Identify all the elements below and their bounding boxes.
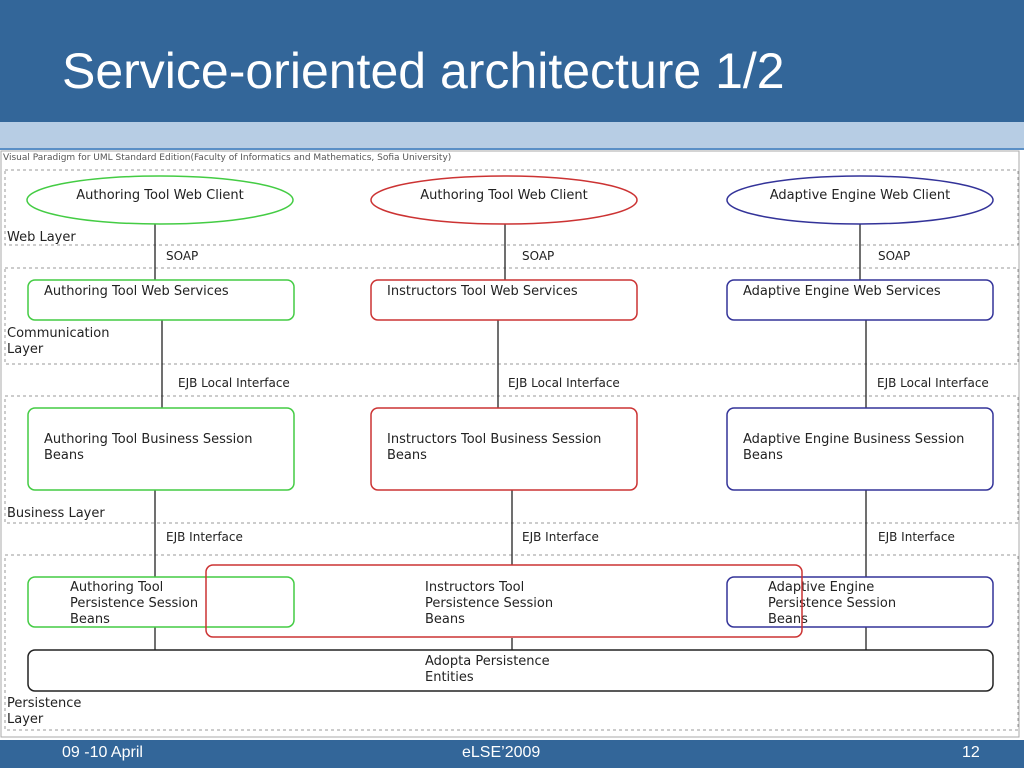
instructors-business-beans: Instructors Tool Business Session Beans [370,407,638,491]
persistence-entities-line-1: Adopta Persistence [425,654,550,669]
communication-layer-region [4,267,1019,365]
architecture-diagram: Visual Paradigm for UML Standard Edition… [0,150,1024,740]
instructors-persistence-beans-line-2: Persistence Session [425,596,553,611]
instructors-web-services: Instructors Tool Web Services [370,279,638,321]
adaptive-web-services-label: Adaptive Engine Web Services [743,284,941,299]
diagram-watermark: Visual Paradigm for UML Standard Edition… [3,153,451,163]
adaptive-web-services-box [726,279,994,321]
authoring-web-client-label: Authoring Tool Web Client [76,188,244,203]
authoring-web-services-label: Authoring Tool Web Services [44,284,229,299]
communication-layer-label-1: Communication [7,326,109,341]
adaptive-business-beans: Adaptive Engine Business Session Beans [726,407,994,491]
authoring-web-services-box [27,279,295,321]
instructors-web-client: Authoring Tool Web Client [370,175,638,225]
adaptive-web-client: Adaptive Engine Web Client [726,175,994,225]
ejb-label-2: EJB Interface [522,530,599,544]
instructors-persistence-beans-box [205,564,803,638]
adaptive-business-beans-line-2: Beans [743,448,783,463]
header-band [0,122,1024,148]
authoring-web-client-shape [26,175,294,225]
business-layer-label: Business Layer [7,506,105,521]
adaptive-business-beans-box [726,407,994,491]
instructors-business-beans-box [370,407,638,491]
instructors-persistence-beans: Instructors Tool Persistence Session Bea… [205,564,803,638]
web-layer-region [4,169,1019,246]
diagram-canvas: Visual Paradigm for UML Standard Edition… [0,150,1020,738]
authoring-persistence-beans-line-1: Authoring Tool [70,580,163,595]
ejb-local-label-1: EJB Local Interface [178,376,290,390]
persistence-layer-label-2: Layer [7,712,44,727]
persistence-layer-label-1: Persistence [7,696,81,711]
persistence-entities: Adopta Persistence Entities [27,649,994,692]
adaptive-persistence-beans-line-3: Beans [768,612,808,627]
adaptive-web-client-label: Adaptive Engine Web Client [770,188,950,203]
authoring-business-beans: Authoring Tool Business Session Beans [27,407,295,491]
persistence-entities-line-2: Entities [425,670,474,685]
soap-label-2: SOAP [522,249,554,263]
authoring-web-client: Authoring Tool Web Client [26,175,294,225]
adaptive-web-client-shape [726,175,994,225]
instructors-web-services-label: Instructors Tool Web Services [387,284,578,299]
adaptive-persistence-beans-line-2: Persistence Session [768,596,896,611]
instructors-web-client-shape [370,175,638,225]
adaptive-business-beans-line-1: Adaptive Engine Business Session [743,432,964,447]
footer-date: 09 -10 April [62,744,143,761]
persistence-entities-box [27,649,994,692]
instructors-persistence-beans-line-1: Instructors Tool [425,580,524,595]
authoring-business-beans-box [27,407,295,491]
soap-label-1: SOAP [166,249,198,263]
diagram-frame [0,150,1020,738]
authoring-persistence-beans-box [27,576,295,628]
instructors-business-beans-line-1: Instructors Tool Business Session [387,432,601,447]
authoring-business-beans-line-1: Authoring Tool Business Session [44,432,252,447]
ejb-local-label-2: EJB Local Interface [508,376,620,390]
footer-event: eLSE’2009 [462,744,541,761]
instructors-web-services-box [370,279,638,321]
authoring-persistence-beans-line-2: Persistence Session [70,596,198,611]
slide-title: Service-oriented architecture 1/2 [62,43,785,99]
footer-page-number: 12 [962,744,980,761]
authoring-business-beans-line-2: Beans [44,448,84,463]
slide-header: Service-oriented architecture 1/2 [0,0,1024,122]
header-rule [0,148,1024,151]
instructors-web-client-label: Authoring Tool Web Client [420,188,588,203]
authoring-web-services: Authoring Tool Web Services [27,279,295,321]
ejb-local-label-3: EJB Local Interface [877,376,989,390]
adaptive-persistence-beans: Adaptive Engine Persistence Session Bean… [726,576,994,628]
instructors-persistence-beans-line-3: Beans [425,612,465,627]
ejb-label-3: EJB Interface [878,530,955,544]
adaptive-persistence-beans-line-1: Adaptive Engine [768,580,874,595]
authoring-persistence-beans: Authoring Tool Persistence Session Beans [27,576,295,628]
adaptive-persistence-beans-box [726,576,994,628]
connector-lines [154,222,867,650]
soap-label-3: SOAP [878,249,910,263]
instructors-business-beans-line-2: Beans [387,448,427,463]
web-layer-label: Web Layer [7,230,76,245]
adaptive-web-services: Adaptive Engine Web Services [726,279,994,321]
authoring-persistence-beans-line-3: Beans [70,612,110,627]
slide-footer: 09 -10 April eLSE’2009 12 [0,740,1024,768]
communication-layer-label-2: Layer [7,342,44,357]
ejb-label-1: EJB Interface [166,530,243,544]
